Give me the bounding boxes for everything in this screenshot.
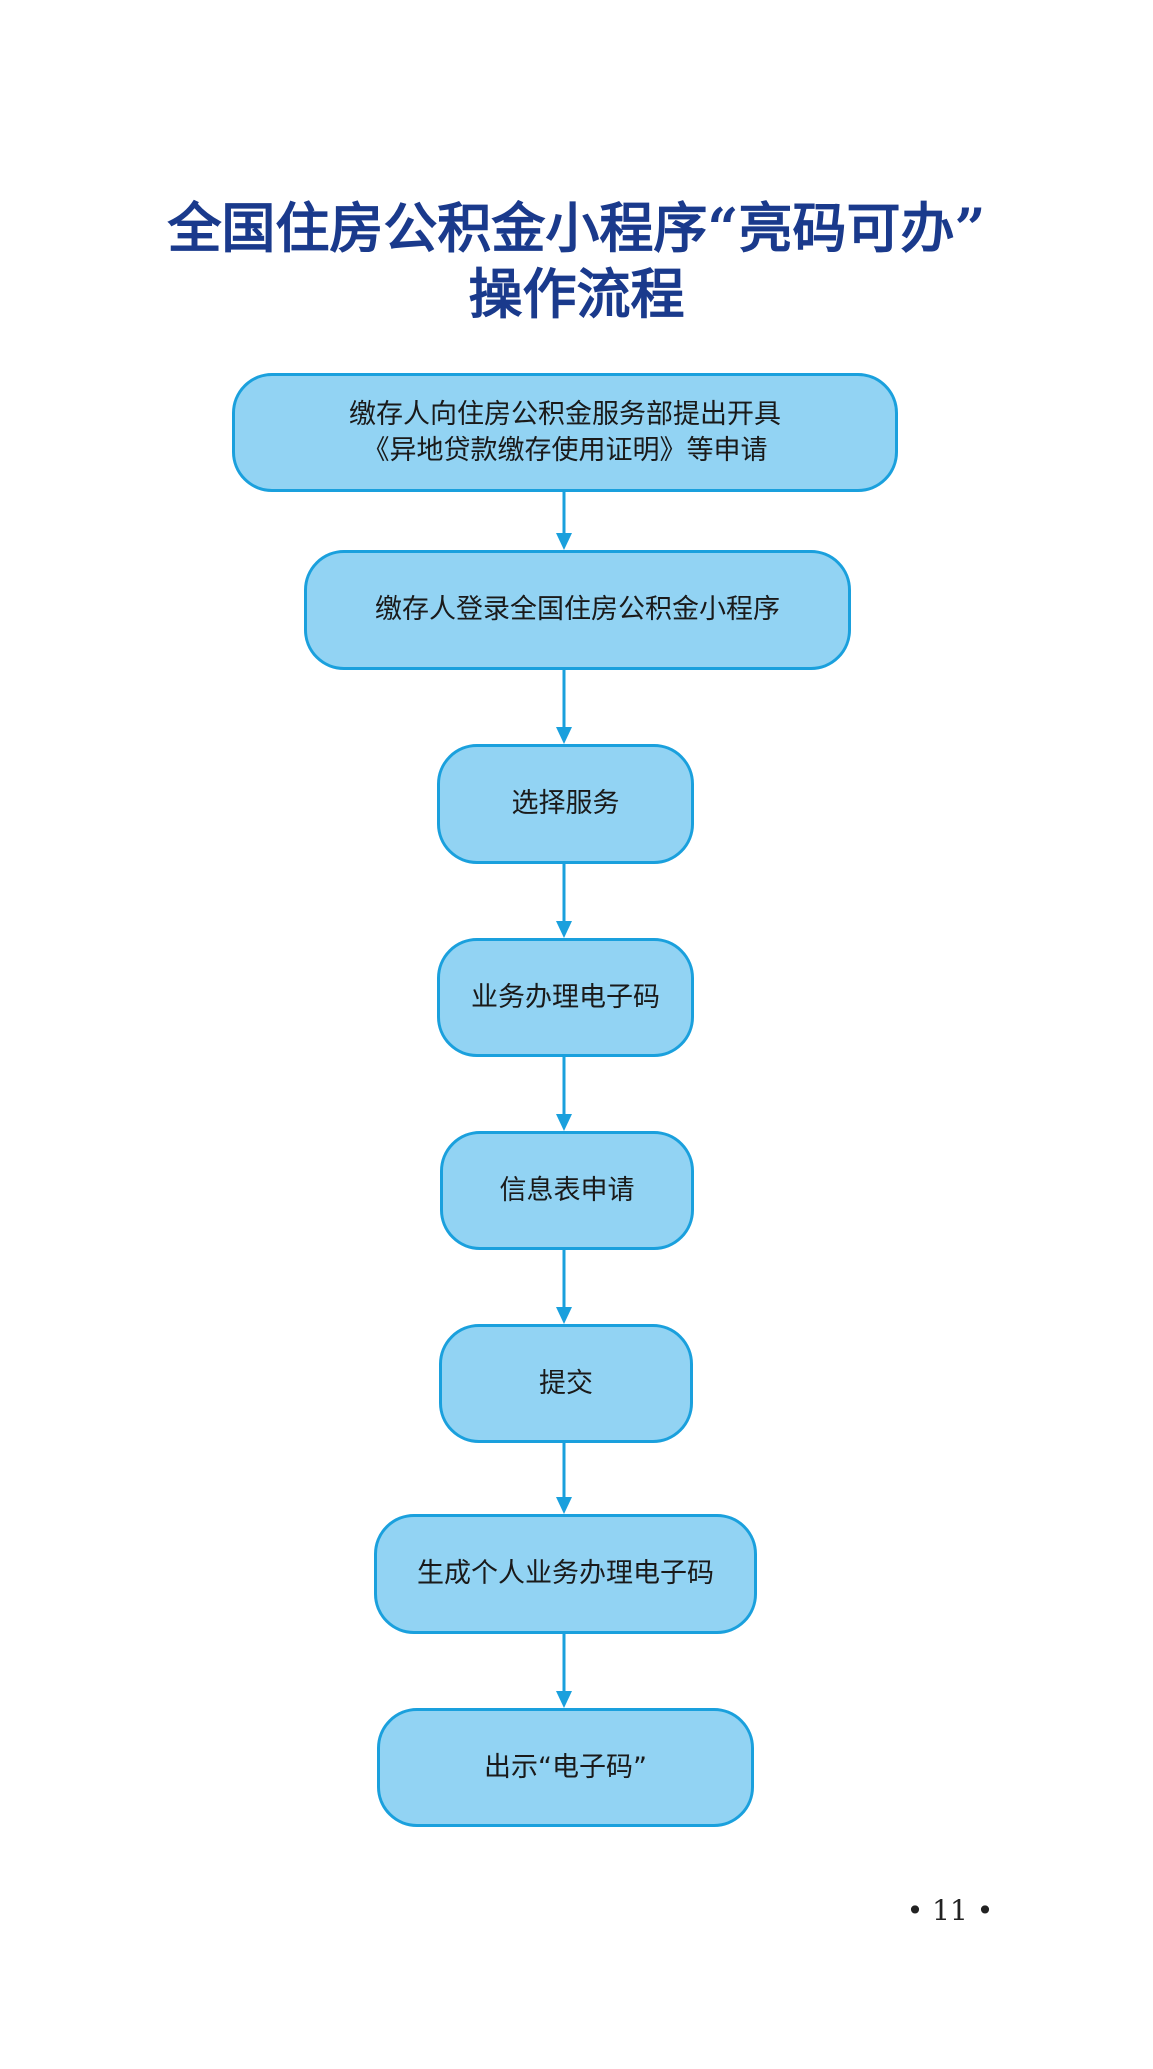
flow-step-2-label: 缴存人登录全国住房公积金小程序 bbox=[375, 594, 780, 625]
flow-step-3: 选择服务 bbox=[437, 744, 694, 864]
flow-step-6: 提交 bbox=[439, 1324, 693, 1443]
flow-step-1-line-2: 《异地贷款缴存使用证明》等申请 bbox=[362, 434, 768, 466]
flow-step-4-label: 业务办理电子码 bbox=[471, 981, 660, 1013]
flow-step-7-label: 生成个人业务办理电子码 bbox=[417, 1558, 714, 1589]
flow-step-1-line-1: 缴存人向住房公积金服务部提出开具 bbox=[349, 398, 781, 430]
flow-step-7: 生成个人业务办理电子码 bbox=[374, 1514, 757, 1634]
page-number: • 11 • bbox=[906, 1894, 994, 1927]
arrow-1 bbox=[556, 492, 572, 550]
flow-step-5-label: 信息表申请 bbox=[499, 1174, 635, 1206]
flow-step-4: 业务办理电子码 bbox=[437, 938, 694, 1057]
arrow-7 bbox=[556, 1634, 572, 1708]
arrow-4 bbox=[556, 1057, 572, 1131]
flow-step-3-label: 选择服务 bbox=[511, 788, 620, 819]
arrow-6 bbox=[556, 1443, 572, 1514]
arrow-5 bbox=[556, 1250, 572, 1324]
flow-step-8: 出示“电子码” bbox=[377, 1708, 754, 1827]
flow-step-6-label: 提交 bbox=[539, 1367, 593, 1399]
flow-step-5: 信息表申请 bbox=[440, 1131, 694, 1250]
arrow-2 bbox=[556, 670, 572, 744]
page-title-line-2: 操作流程 bbox=[468, 262, 685, 326]
flow-step-8-label: 出示“电子码” bbox=[484, 1751, 647, 1783]
flow-step-1: 缴存人向住房公积金服务部提出开具 《异地贷款缴存使用证明》等申请 bbox=[232, 373, 898, 492]
page-title: 全国住房公积金小程序“亮码可办” bbox=[167, 196, 986, 260]
arrow-3 bbox=[556, 864, 572, 938]
flow-step-2: 缴存人登录全国住房公积金小程序 bbox=[304, 550, 851, 670]
